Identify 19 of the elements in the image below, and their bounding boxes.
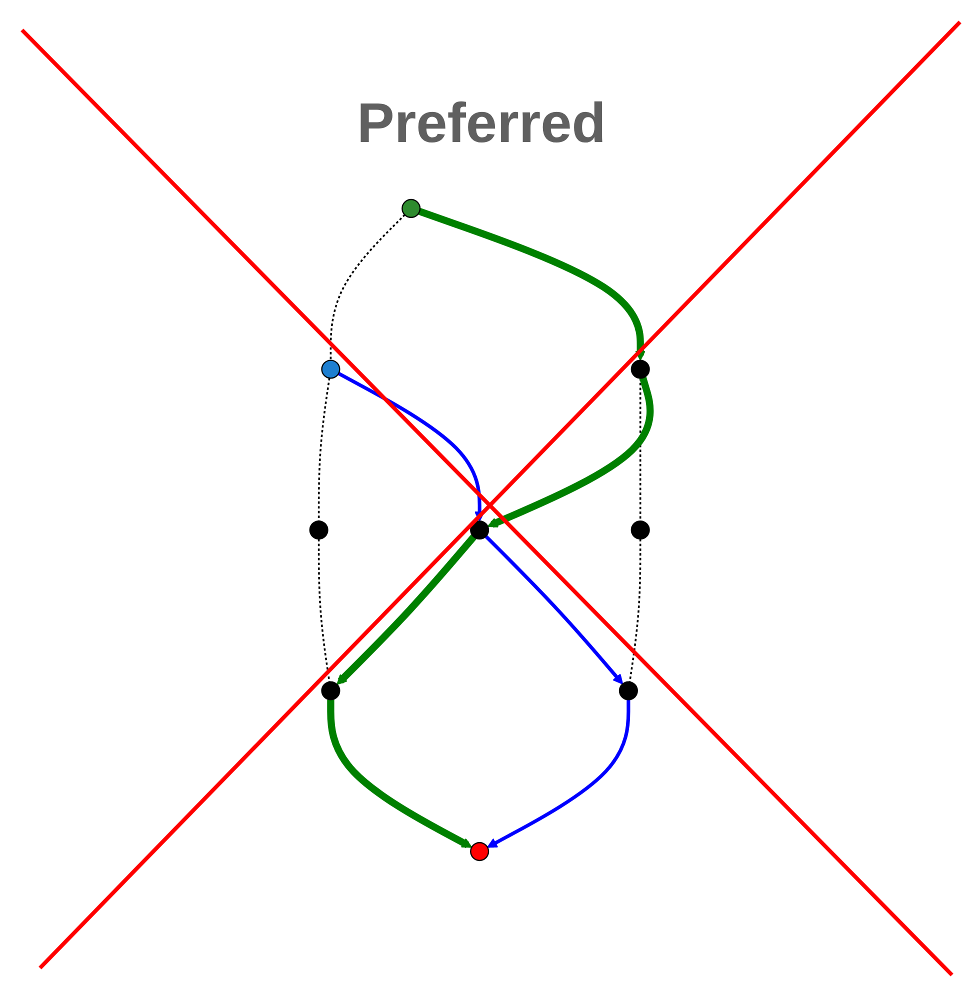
arrow — [418, 208, 646, 361]
connector — [330, 214, 406, 360]
arrow — [487, 376, 654, 528]
connector — [639, 378, 642, 522]
arrow — [338, 372, 485, 522]
node-circle — [630, 360, 650, 379]
node-circle — [470, 520, 490, 540]
node-circle — [321, 681, 340, 700]
arrow — [484, 535, 624, 684]
arrow — [486, 700, 630, 848]
arrow — [327, 700, 472, 848]
node-circle — [630, 520, 650, 540]
node-circle — [402, 198, 421, 218]
node-circle — [470, 842, 490, 862]
title: Preferred — [356, 90, 608, 155]
node-circle — [618, 681, 638, 700]
node-circle — [321, 360, 340, 379]
node-circle — [309, 520, 328, 540]
arrow — [336, 534, 476, 685]
